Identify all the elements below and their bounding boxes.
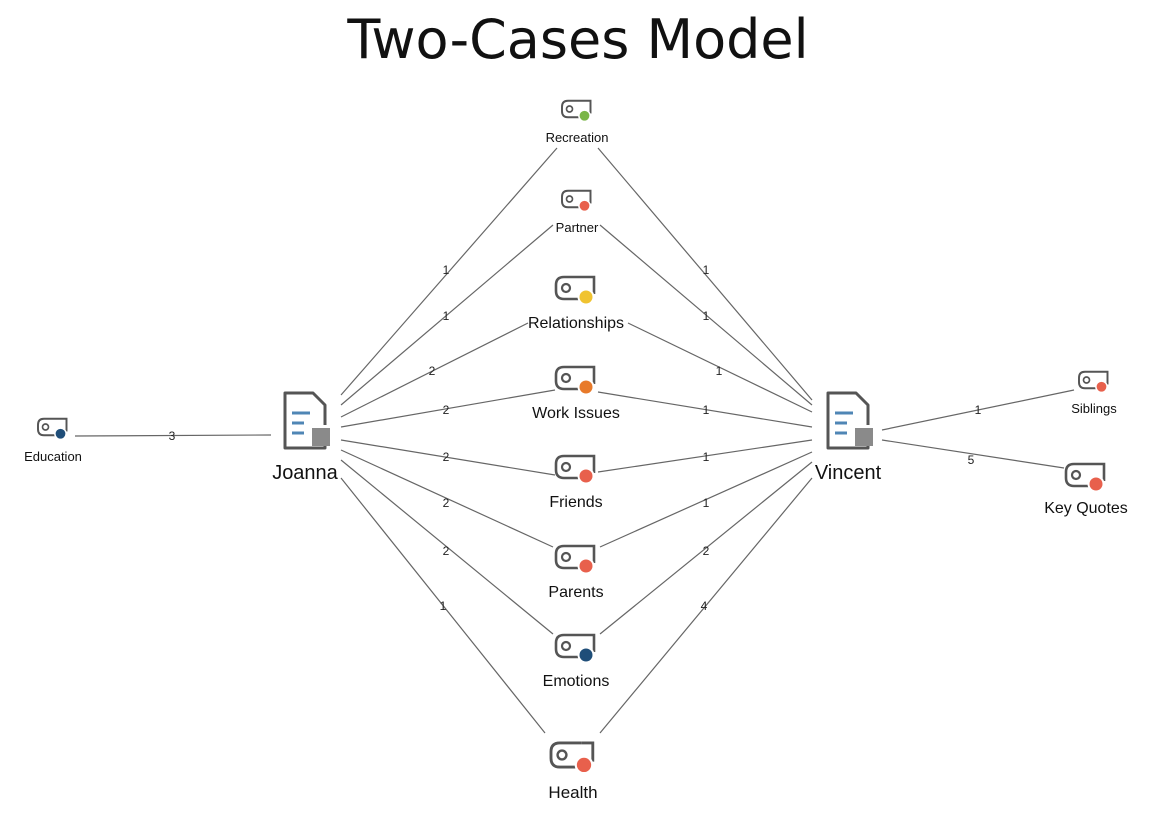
code-label: Recreation bbox=[546, 130, 609, 145]
code-node-education[interactable]: Education bbox=[24, 417, 82, 464]
edge-vincent-siblings[interactable] bbox=[881, 389, 1075, 431]
code-tag-icon bbox=[554, 544, 596, 575]
edge-weight-label: 2 bbox=[443, 544, 450, 558]
edge-vincent-emotions[interactable] bbox=[599, 461, 813, 635]
edge-weight-label: 2 bbox=[443, 450, 450, 464]
edge-joanna-partner[interactable] bbox=[340, 224, 554, 406]
edge-weight-label: 2 bbox=[703, 544, 710, 558]
code-tag-icon bbox=[561, 189, 592, 213]
case-label: Vincent bbox=[815, 462, 882, 484]
edge-vincent-recreation[interactable] bbox=[597, 147, 813, 401]
code-node-keyquotes[interactable]: Key Quotes bbox=[1044, 462, 1128, 517]
code-label: Key Quotes bbox=[1044, 500, 1128, 517]
code-tag-icon bbox=[554, 365, 596, 396]
code-color-dot bbox=[579, 290, 593, 304]
code-node-siblings[interactable]: Siblings bbox=[1071, 370, 1117, 416]
edge-education-joanna[interactable] bbox=[74, 434, 272, 437]
case-node-vincent[interactable]: Vincent bbox=[815, 391, 882, 484]
edge-vincent-friends[interactable] bbox=[597, 439, 813, 473]
code-node-partner[interactable]: Partner bbox=[556, 189, 599, 235]
code-color-dot bbox=[576, 757, 592, 773]
code-node-emotions[interactable]: Emotions bbox=[543, 633, 610, 690]
code-color-dot bbox=[579, 110, 590, 121]
edge-weight-label: 1 bbox=[975, 403, 982, 417]
code-label: Siblings bbox=[1071, 401, 1117, 416]
code-color-dot bbox=[55, 428, 66, 439]
edge-joanna-recreation[interactable] bbox=[340, 147, 558, 396]
edge-weight-label: 1 bbox=[440, 599, 447, 613]
code-tag-icon bbox=[37, 417, 68, 441]
code-label: Parents bbox=[548, 584, 603, 601]
code-color-dot bbox=[1089, 477, 1103, 491]
document-icon bbox=[826, 391, 873, 450]
edge-vincent-relationships[interactable] bbox=[627, 322, 813, 413]
case-label: Joanna bbox=[272, 462, 338, 484]
code-color-dot bbox=[579, 559, 593, 573]
code-tag-icon bbox=[1078, 370, 1109, 394]
code-color-dot bbox=[579, 648, 593, 662]
code-tag-icon bbox=[561, 99, 592, 123]
edge-weight-label: 1 bbox=[703, 309, 710, 323]
code-color-dot bbox=[1096, 381, 1107, 392]
code-node-recreation[interactable]: Recreation bbox=[546, 99, 609, 145]
edge-vincent-health[interactable] bbox=[599, 477, 813, 734]
edge-weight-label: 4 bbox=[701, 599, 708, 613]
edge-vincent-parents[interactable] bbox=[599, 451, 813, 548]
code-node-work[interactable]: Work Issues bbox=[532, 365, 620, 422]
edge-joanna-emotions[interactable] bbox=[340, 459, 554, 635]
code-tag-icon bbox=[554, 454, 596, 485]
code-label: Partner bbox=[556, 220, 599, 235]
edge-weight-label: 2 bbox=[429, 364, 436, 378]
edge-weight-label: 1 bbox=[703, 403, 710, 417]
code-label: Friends bbox=[549, 494, 602, 511]
edge-joanna-relationships[interactable] bbox=[340, 322, 529, 418]
code-tag-icon bbox=[554, 633, 596, 664]
edge-weight-label: 1 bbox=[716, 364, 723, 378]
code-tag-icon bbox=[554, 275, 596, 306]
edge-joanna-friends[interactable] bbox=[340, 439, 556, 476]
code-label: Health bbox=[548, 783, 597, 802]
code-color-dot bbox=[579, 380, 593, 394]
code-color-dot bbox=[579, 200, 590, 211]
edge-joanna-work[interactable] bbox=[340, 389, 556, 428]
document-icon bbox=[283, 391, 330, 450]
edge-weight-label: 1 bbox=[443, 263, 450, 277]
code-node-friends[interactable]: Friends bbox=[549, 454, 603, 511]
code-label: Relationships bbox=[528, 315, 624, 332]
code-label: Work Issues bbox=[532, 405, 620, 422]
code-tag-icon bbox=[549, 741, 595, 775]
code-node-parents[interactable]: Parents bbox=[548, 544, 604, 601]
edge-weight-label: 1 bbox=[703, 263, 710, 277]
edge-joanna-health[interactable] bbox=[340, 477, 546, 734]
edge-weight-label: 1 bbox=[703, 496, 710, 510]
edge-vincent-keyquotes[interactable] bbox=[881, 439, 1065, 469]
edge-weight-label: 5 bbox=[968, 453, 975, 467]
edges: 1 1 2 2 2 2 2 1 3 1 1 1 1 1 1 2 4 1 5 bbox=[74, 147, 1075, 734]
edge-weight-label: 2 bbox=[443, 496, 450, 510]
code-node-health[interactable]: Health bbox=[548, 741, 598, 802]
edge-weight-label: 3 bbox=[169, 429, 176, 443]
edge-weight-label: 2 bbox=[443, 403, 450, 417]
edge-vincent-partner[interactable] bbox=[599, 224, 813, 406]
code-node-relationships[interactable]: Relationships bbox=[528, 275, 624, 332]
edge-weight-label: 1 bbox=[703, 450, 710, 464]
code-label: Emotions bbox=[543, 673, 610, 690]
edge-joanna-parents[interactable] bbox=[340, 449, 554, 548]
diagram-title: Two-Cases Model bbox=[347, 8, 809, 71]
code-color-dot bbox=[579, 469, 593, 483]
case-node-joanna[interactable]: Joanna bbox=[272, 391, 339, 484]
code-label: Education bbox=[24, 449, 82, 464]
code-tag-icon bbox=[1064, 462, 1106, 493]
edge-weight-label: 1 bbox=[443, 309, 450, 323]
edge-vincent-work[interactable] bbox=[597, 391, 813, 428]
